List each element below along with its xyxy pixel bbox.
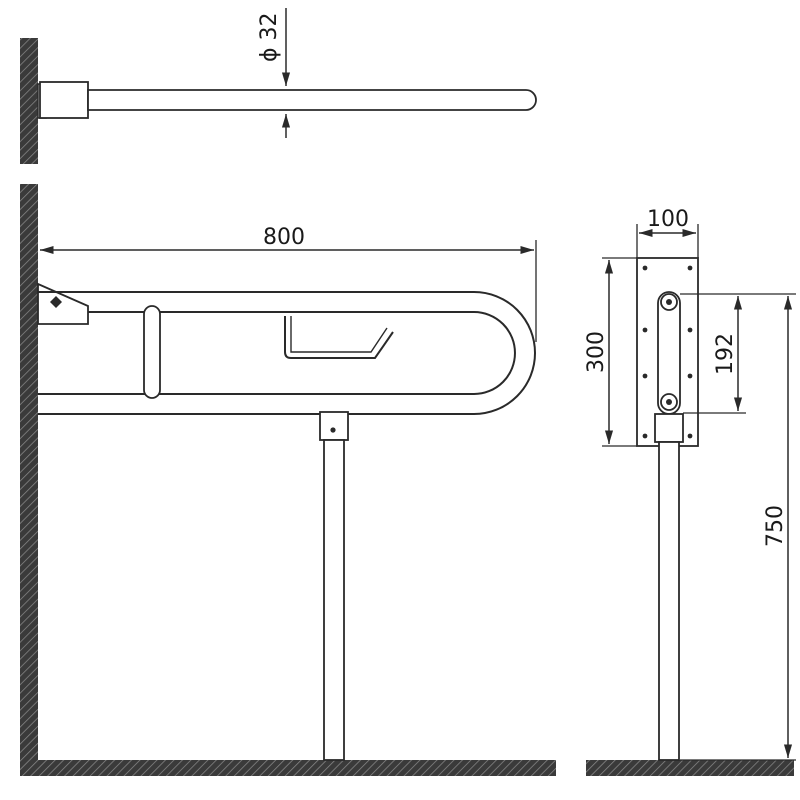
bracket-pivot: [50, 296, 62, 308]
hinge-spacing-label: 192: [713, 333, 738, 375]
plate-screw-7: [642, 433, 648, 439]
grab-bar-rail-outer: [38, 291, 536, 415]
leg-hinge-cap: [319, 411, 349, 441]
wall-front: [20, 184, 38, 760]
toilet-paper-holder: [284, 316, 394, 359]
plate-screw-4: [687, 327, 693, 333]
wall-top: [20, 38, 38, 164]
floor-front: [20, 760, 556, 776]
rail-length-label: 800: [263, 225, 305, 250]
plate-screw-6: [687, 373, 693, 379]
wall-mount-plate-top: [39, 81, 89, 119]
upper-pivot-center: [666, 299, 672, 305]
lower-pivot-center: [666, 399, 672, 405]
hand-grip-sleeve: [143, 305, 161, 399]
toilet-paper-holder-inner: [290, 316, 388, 353]
install-height-label: 750: [763, 505, 788, 547]
front-view: 800: [20, 184, 556, 776]
plate-height-label: 300: [584, 331, 609, 373]
leg-hinge-pin: [330, 427, 336, 433]
plate-screw-8: [687, 433, 693, 439]
plate-width-label: 100: [647, 207, 689, 232]
grab-bar-tube-top: [87, 89, 537, 111]
top-view: ϕ 32: [20, 8, 537, 164]
plate-screw-2: [687, 265, 693, 271]
plate-screw-3: [642, 327, 648, 333]
side-leg-cap: [654, 413, 684, 443]
plate-screw-1: [642, 265, 648, 271]
wall-bracket-front: [37, 282, 89, 325]
floor-side: [586, 760, 794, 776]
plate-screw-5: [642, 373, 648, 379]
side-support-leg: [658, 441, 680, 761]
tube-diameter-label: ϕ 32: [257, 13, 282, 63]
grab-bar-rail-inner: [38, 311, 516, 395]
side-view: 100 300 192 750: [584, 207, 796, 776]
support-leg: [323, 439, 345, 761]
